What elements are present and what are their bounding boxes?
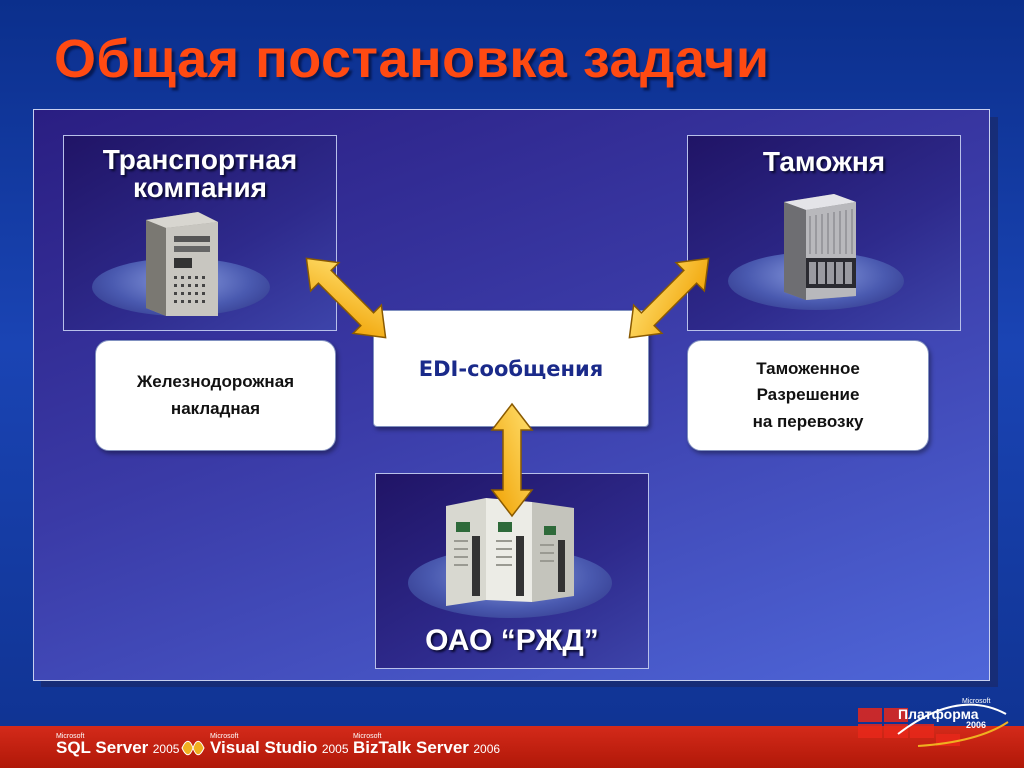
double-arrow-icon xyxy=(628,257,710,339)
tower-server-icon xyxy=(146,212,218,316)
doc-waybill-line2: накладная xyxy=(170,398,261,418)
double-arrow-icon xyxy=(490,402,534,518)
brand-vs-name: Visual Studio xyxy=(210,738,318,757)
doc-permit-line1: Таможенное xyxy=(756,358,860,378)
platform-name: Платформа xyxy=(898,706,979,722)
node-transport-line2: компания xyxy=(132,172,268,203)
brand-biztalk-name: BizTalk Server xyxy=(353,738,469,757)
brand-biztalk-year: 2006 xyxy=(473,742,501,756)
node-rzd: ОАО “РЖД” xyxy=(375,473,649,669)
brand-microsoft: Microsoft xyxy=(210,733,239,740)
brand-sql-year: 2005 xyxy=(152,742,180,756)
brand-biztalk: Microsoft BizTalk Server 2006 xyxy=(353,733,500,758)
brand-visual-studio: Microsoft Visual Studio 2005 xyxy=(210,733,349,758)
node-rzd-label: ОАО “РЖД” xyxy=(425,624,599,657)
visual-studio-logo-icon xyxy=(181,740,205,756)
node-transport-company: Транспортная компания xyxy=(63,135,337,331)
doc-permit-line3: на перевозку xyxy=(752,411,864,431)
rack-server-icon xyxy=(784,194,856,300)
platform-microsoft: Microsoft xyxy=(962,698,991,705)
node-customs-label: Таможня xyxy=(762,146,886,177)
doc-waybill-line1: Железнодорожная xyxy=(136,372,295,392)
brand-vs-year: 2005 xyxy=(321,742,349,756)
node-transport-line1: Транспортная xyxy=(102,144,298,175)
platform-logo: Microsoft Платформа 2006 xyxy=(858,694,1012,750)
double-arrow-icon xyxy=(305,257,387,339)
doc-customs-permit: Таможенное Разрешение на перевозку xyxy=(687,340,929,451)
brand-sql-server: Microsoft SQL Server 2005 xyxy=(56,733,179,758)
platform-year: 2006 xyxy=(966,720,987,730)
cluster-server-icon xyxy=(446,498,574,606)
page-title: Общая постановка задачи xyxy=(54,29,770,89)
brand-microsoft: Microsoft xyxy=(353,733,382,740)
footer-bar xyxy=(0,726,1024,768)
node-transport-label: Транспортная компания xyxy=(64,146,336,202)
edi-label: EDI-сообщения xyxy=(418,357,604,381)
platform-grid-icon xyxy=(858,703,1009,747)
brand-sql-name: SQL Server xyxy=(56,738,149,757)
brand-microsoft: Microsoft xyxy=(56,733,85,740)
doc-permit-line2: Разрешение xyxy=(756,385,860,405)
doc-waybill: Железнодорожная накладная xyxy=(95,340,336,451)
node-customs: Таможня xyxy=(687,135,961,331)
